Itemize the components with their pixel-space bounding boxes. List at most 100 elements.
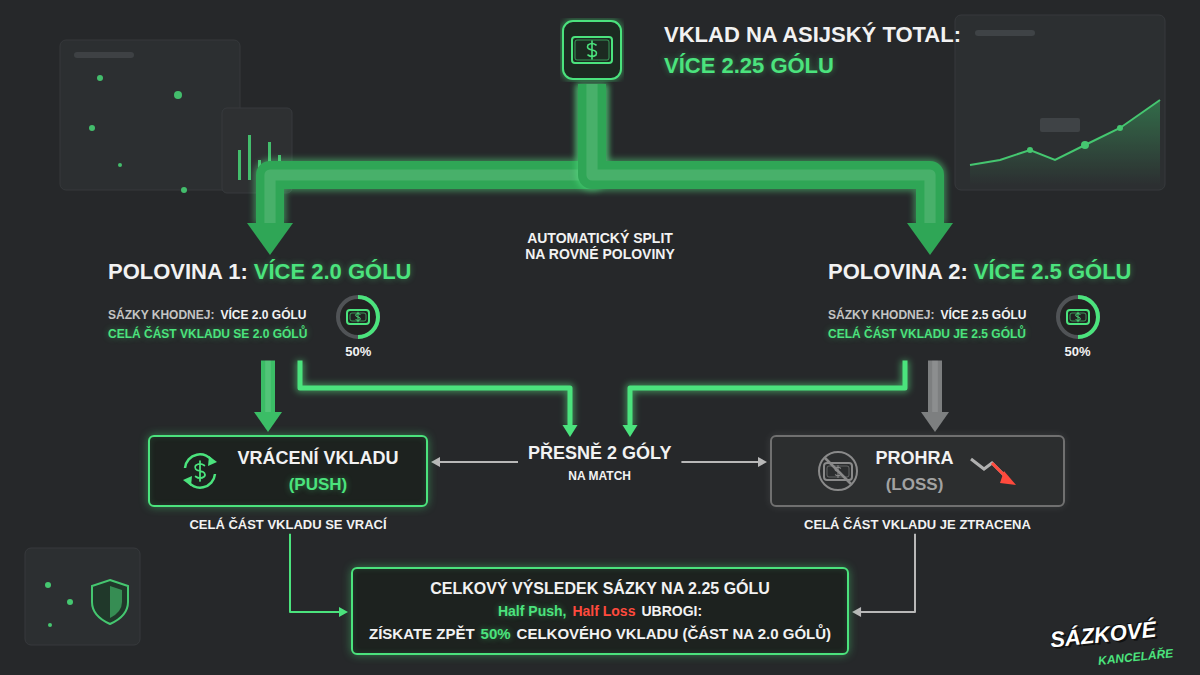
connector-line: [592, 84, 930, 224]
connector: [852, 534, 915, 617]
node-box: PŘESNĚ 2 GÓLY NA MATCH: [520, 440, 679, 486]
arrowhead: [907, 223, 953, 255]
connector-line: [860, 534, 915, 612]
connector: [431, 457, 518, 467]
node-text: CELÁ ČÁST VKLADU SE VRACÍ: [189, 517, 386, 532]
node-text: UBROGI:: [641, 603, 702, 621]
text-column: CELKOVÝ VÝSLEDEK SÁZKY NA 2.25 GÓLU Half …: [369, 579, 831, 643]
text-column: SÁZKY KHODNEJ: VÍCE 2.0 GÓLU CELÁ ČÁST VKL…: [108, 308, 307, 342]
dashboard-panel-bottom: [25, 548, 140, 645]
text-column: VRÁCENÍ VKLADU (PUSH): [237, 447, 398, 495]
node-row: PŘESNĚ 2 GÓLY NA MATCH: [528, 442, 671, 484]
ring-icon: [1053, 292, 1103, 342]
text-column: PROHRA (LOSS): [875, 447, 953, 495]
connector: [247, 84, 592, 255]
node-row: CELKOVÝ VÝSLEDEK SÁZKY NA 2.25 GÓLU Half …: [369, 579, 831, 643]
connector: [254, 361, 282, 433]
diagram-node: POLOVINA 2:VÍCE 2.5 GÓLUSÁZKY KHODNEJ:VÍ…: [828, 258, 1131, 359]
node-text: 50%: [481, 625, 511, 644]
split-label: AUTOMATICKÝ SPLIT NA ROVNÉ POLOVINY: [520, 230, 680, 262]
connector-highlight: [265, 361, 271, 414]
node-row: PROHRA (LOSS): [788, 447, 1047, 495]
text-column: POLOVINA 2:VÍCE 2.5 GÓLU: [828, 258, 1131, 286]
node-text: CELKOVÝ VÝSLEDEK SÁZKY NA 2.25 GÓLU: [430, 579, 770, 599]
node-text: (PUSH): [289, 474, 348, 495]
node-text: CELKOVÉHO VKLADU (ČÁST NA 2.0 GÓLŮ): [517, 625, 831, 644]
node-text: VÍCE 2.5 GÓLU: [974, 258, 1132, 286]
connector: [921, 361, 949, 433]
diagram-node: CELKOVÝ VÝSLEDEK SÁZKY NA 2.25 GÓLU Half …: [351, 567, 849, 655]
text-row: CELÁ ČÁST VKLADU JE 2.5 GÓLŮ: [828, 327, 1027, 342]
diagram-node: POLOVINA 1:VÍCE 2.0 GÓLU SÁZKY KHODNEJ: VÍ…: [108, 258, 411, 359]
connector-glow: [270, 84, 592, 224]
text-row: POLOVINA 2:VÍCE 2.5 GÓLU: [828, 258, 1131, 286]
text-row: ZÍSKATE ZPĚT 50% CELKOVÉHO VKLADU (ČÁST NA…: [369, 625, 831, 644]
node-text: (LOSS): [886, 474, 944, 495]
arrowhead: [431, 457, 440, 467]
node-text: Half Loss: [572, 603, 635, 621]
text-row: CELÁ ČÁST VKLADU SE 2.0 GÓLŮ: [108, 327, 307, 342]
connector: [592, 84, 953, 255]
ring-icon: [333, 292, 383, 342]
side-badge: 50%: [333, 292, 383, 359]
node-text: VKLAD NA ASIJSKÝ TOTAL:: [664, 21, 961, 49]
node-content: VKLAD NA ASIJSKÝ TOTAL:VÍCE 2.25 GÓLU: [560, 18, 961, 82]
connector-line: [630, 361, 905, 427]
text-column: POLOVINA 1:VÍCE 2.0 GÓLU: [108, 258, 411, 286]
arrowhead: [339, 607, 348, 617]
connector-highlight: [592, 84, 930, 224]
diagram-node: VRÁCENÍ VKLADU (PUSH) CELÁ ČÁST VKLADU SE …: [148, 435, 428, 532]
node-box: VRÁCENÍ VKLADU (PUSH): [148, 435, 428, 507]
arrowhead: [758, 457, 767, 467]
arrowhead: [623, 425, 638, 437]
node-content: POLOVINA 2:VÍCE 2.5 GÓLUSÁZKY KHODNEJ:VÍ…: [828, 258, 1131, 359]
node-text: ZÍSKATE ZPĚT: [369, 625, 475, 644]
node-text: 50%: [345, 344, 371, 359]
side-badge: [968, 453, 1020, 489]
node-text: VÍCE 2.0 GÓLU: [220, 308, 306, 323]
bill64-icon: [560, 18, 624, 82]
loss-icon: [815, 448, 861, 494]
text-column: SÁZKY KHODNEJ:VÍCE 2.5 GÓLU CELÁ ČÁST VKL…: [828, 308, 1027, 342]
text-row: VKLAD NA ASIJSKÝ TOTAL:: [664, 21, 961, 49]
node-text: CELÁ ČÁST VKLADU JE 2.5 GÓLŮ: [828, 327, 1026, 342]
node-caption: CELÁ ČÁST VKLADU JE ZTRACENA: [770, 517, 1065, 532]
text-row: CELKOVÝ VÝSLEDEK SÁZKY NA 2.25 GÓLU: [369, 579, 831, 599]
diagram-node: VKLAD NA ASIJSKÝ TOTAL:VÍCE 2.25 GÓLU: [560, 18, 961, 82]
text-row: SÁZKY KHODNEJ:VÍCE 2.5 GÓLU: [828, 308, 1027, 323]
connector-line: [439, 461, 518, 463]
connector-line: [270, 84, 592, 224]
node-text: PŘESNĚ 2 GÓLY: [528, 442, 671, 465]
connector-line: [928, 361, 942, 414]
text-row: SÁZKY KHODNEJ: VÍCE 2.0 GÓLU: [108, 308, 307, 323]
side-badge: 50%: [1053, 292, 1103, 359]
node-text: POLOVINA 2:: [828, 258, 968, 286]
connector: [623, 361, 906, 438]
node-text: VRÁCENÍ VKLADU: [237, 447, 398, 470]
trend-icon: [968, 453, 1020, 489]
node-row: VRÁCENÍ VKLADU (PUSH): [166, 447, 410, 495]
text-row: NA MATCH: [528, 469, 671, 484]
node-text: CELÁ ČÁST VKLADU SE 2.0 GÓLŮ: [108, 327, 307, 342]
diagram-node: PROHRA (LOSS) CELÁ ČÁST VKLADU JE ZTRACENA: [770, 435, 1065, 532]
connector-line: [681, 461, 759, 463]
node-row: SÁZKY KHODNEJ:VÍCE 2.5 GÓLU CELÁ ČÁST VKL…: [828, 292, 1131, 359]
connector: [290, 534, 348, 617]
text-row: PROHRA: [875, 447, 953, 470]
connector-highlight: [270, 84, 592, 224]
node-text: PROHRA: [875, 447, 953, 470]
arrowhead: [921, 412, 949, 432]
node-text: SÁZKY KHODNEJ:: [108, 308, 214, 323]
connector-glow: [592, 84, 930, 224]
connector-line: [261, 361, 275, 414]
node-text: SÁZKY KHODNEJ:: [828, 308, 934, 323]
node-text: VÍCE 2.0 GÓLU: [254, 258, 412, 286]
arrowhead: [852, 607, 861, 617]
text-row: Half Push,Half LossUBROGI:: [369, 603, 831, 621]
connector: [300, 361, 578, 438]
connector-line: [290, 534, 340, 612]
connector-glow: [300, 361, 570, 427]
connector: [681, 457, 767, 467]
